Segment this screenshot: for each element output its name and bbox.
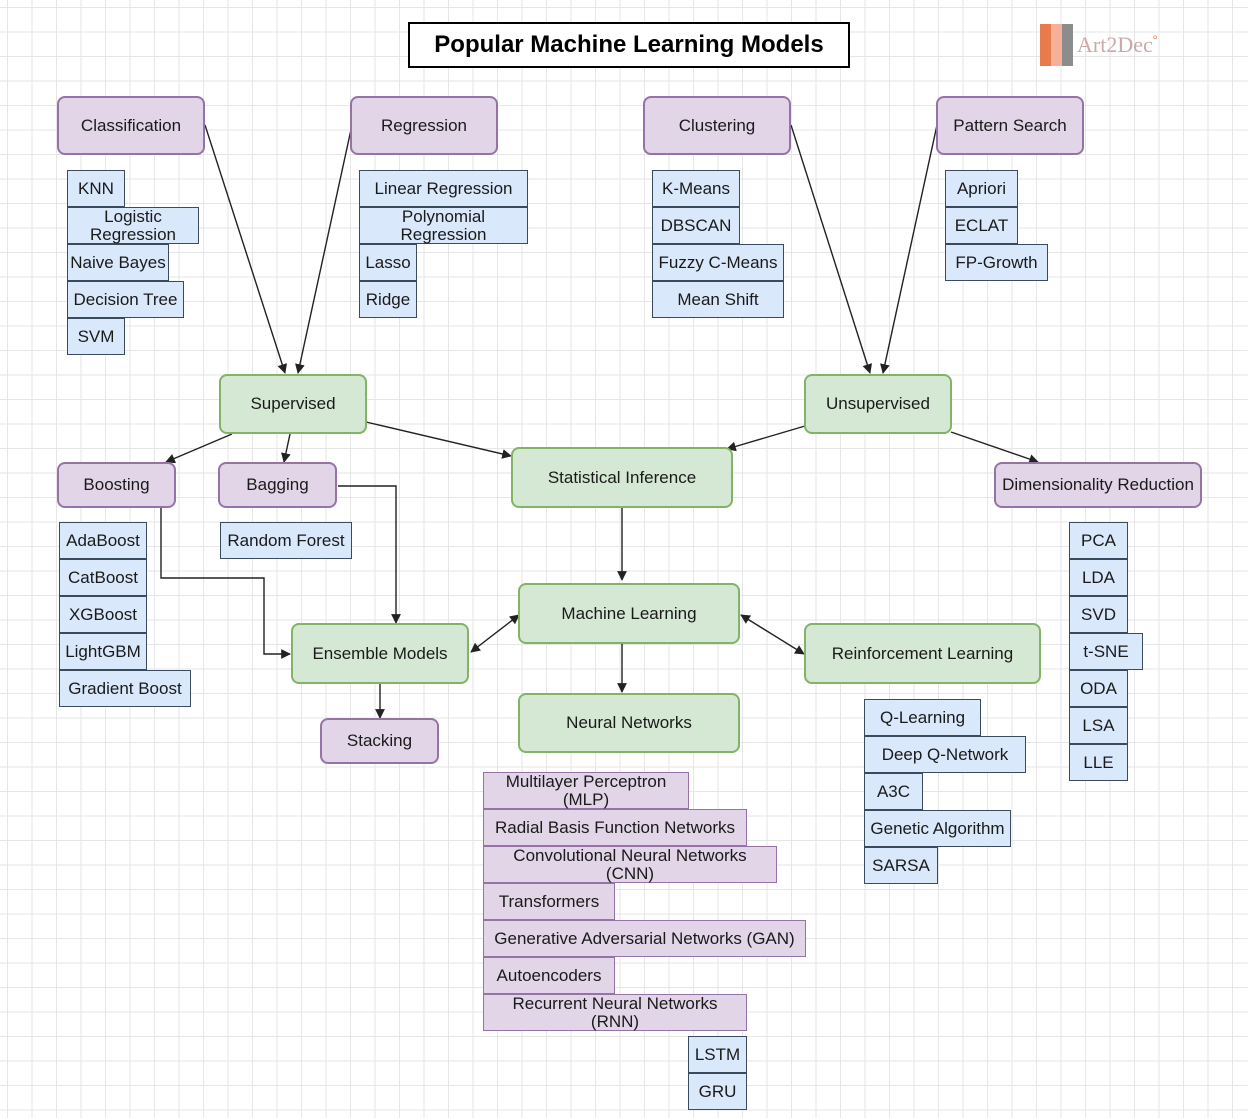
category-stacking[interactable]: Stacking (320, 718, 439, 764)
edge-regression-supervised (295, 124, 353, 374)
edge-bagging-ensemble (338, 485, 401, 624)
category-clustering[interactable]: Clustering (643, 96, 791, 155)
list-item-deep-q-network: Deep Q-Network (864, 736, 1026, 773)
hub-neural-networks[interactable]: Neural Networks (518, 693, 740, 753)
list-item-genetic-algorithm: Genetic Algorithm (864, 810, 1011, 847)
list-item-q-learning: Q-Learning (864, 699, 981, 736)
diagram-title: Popular Machine Learning Models (408, 22, 850, 68)
list-item-logistic-regression: Logistic Regression (67, 207, 199, 244)
list-item-lightgbm: LightGBM (59, 633, 147, 670)
list-item-ridge: Ridge (359, 281, 417, 318)
list-item-svm: SVM (67, 318, 125, 355)
logo-mark: ° (1152, 32, 1158, 47)
list-item-gradient-boost: Gradient Boost (59, 670, 191, 707)
list-item-pca: PCA (1069, 522, 1128, 559)
category-bagging[interactable]: Bagging (218, 462, 337, 508)
edge-clustering-unsupervised (790, 124, 872, 374)
category-classification[interactable]: Classification (57, 96, 205, 155)
edge-supervised-boosting (165, 433, 233, 464)
list-item-lstm: LSTM (688, 1036, 747, 1073)
list-item-lasso: Lasso (359, 244, 417, 281)
edge-supervised-bagging (281, 433, 291, 463)
list-item-xgboost: XGBoost (59, 596, 147, 633)
list-item-sarsa: SARSA (864, 847, 938, 884)
category-regression[interactable]: Regression (350, 96, 498, 155)
category-dimensionality-reduction[interactable]: Dimensionality Reduction (994, 462, 1202, 508)
hub-reinforcement-learning[interactable]: Reinforcement Learning (804, 623, 1041, 684)
category-boosting[interactable]: Boosting (57, 462, 176, 508)
list-item-lle: LLE (1069, 744, 1128, 781)
list-item-lsa: LSA (1069, 707, 1128, 744)
list-item-rbf-networks: Radial Basis Function Networks (483, 809, 747, 846)
list-item-adaboost: AdaBoost (59, 522, 147, 559)
list-item-cnn: Convolutional Neural Networks (CNN) (483, 846, 777, 883)
edge-unsupervised-statinference (726, 425, 806, 452)
category-pattern-search[interactable]: Pattern Search (936, 96, 1084, 155)
list-item-mlp: Multilayer Perceptron (MLP) (483, 772, 689, 809)
logo-text: Art2Dec (1077, 32, 1153, 57)
list-item-dbscan: DBSCAN (652, 207, 740, 244)
list-item-transformers: Transformers (483, 883, 615, 920)
list-item-svd: SVD (1069, 596, 1128, 633)
list-item-knn: KNN (67, 170, 125, 207)
list-item-autoencoders: Autoencoders (483, 957, 615, 994)
art2dec-logo: Art2Dec° (1040, 22, 1200, 68)
list-item-apriori: Apriori (945, 170, 1018, 207)
edge-classification-supervised (204, 124, 287, 374)
hub-statistical-inference[interactable]: Statistical Inference (511, 447, 733, 508)
list-item-oda: ODA (1069, 670, 1128, 707)
list-item-t-sne: t-SNE (1069, 633, 1143, 670)
hub-unsupervised[interactable]: Unsupervised (804, 374, 952, 434)
list-item-decision-tree: Decision Tree (67, 281, 184, 318)
list-item-linear-regression: Linear Regression (359, 170, 528, 207)
edge-boosting-ensemble (160, 506, 291, 659)
edge-unsupervised-dimred (950, 431, 1039, 464)
edge-patternsearch-unsupervised (880, 124, 938, 374)
list-item-mean-shift: Mean Shift (652, 281, 784, 318)
hub-ensemble-models[interactable]: Ensemble Models (291, 623, 469, 684)
list-item-catboost: CatBoost (59, 559, 147, 596)
list-item-fp-growth: FP-Growth (945, 244, 1048, 281)
list-item-random-forest: Random Forest (220, 522, 352, 559)
hub-machine-learning[interactable]: Machine Learning (518, 583, 740, 644)
list-item-eclat: ECLAT (945, 207, 1018, 244)
list-item-fuzzy-c-means: Fuzzy C-Means (652, 244, 784, 281)
edge-ensemble-ml (470, 614, 520, 653)
list-item-gru: GRU (688, 1073, 747, 1110)
edge-ml-reinforcement (740, 614, 805, 655)
list-item-a3c: A3C (864, 773, 923, 810)
list-item-rnn: Recurrent Neural Networks (RNN) (483, 994, 747, 1031)
list-item-polynomial-regression: Polynomial Regression (359, 207, 528, 244)
hub-supervised[interactable]: Supervised (219, 374, 367, 434)
list-item-lda: LDA (1069, 559, 1128, 596)
list-item-k-means: K-Means (652, 170, 740, 207)
edge-supervised-statinference (365, 421, 512, 459)
list-item-gan: Generative Adversarial Networks (GAN) (483, 920, 806, 957)
list-item-naive-bayes: Naive Bayes (67, 244, 169, 281)
